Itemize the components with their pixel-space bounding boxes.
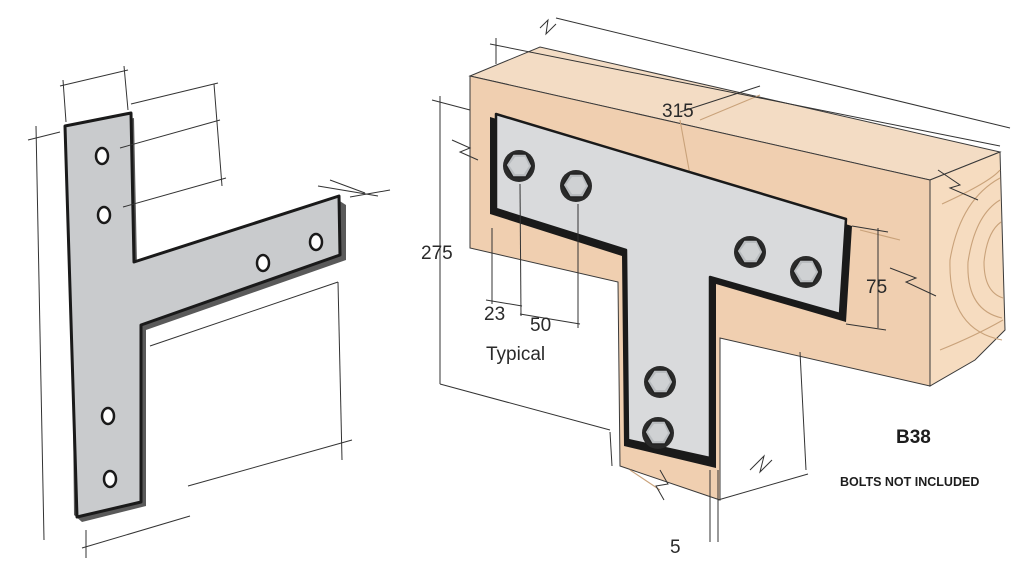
product-code: B38 xyxy=(896,427,931,448)
dim-edge-distance-label: 23 xyxy=(484,304,505,325)
hole-icon xyxy=(94,146,110,166)
timber-end-rings xyxy=(939,169,1004,351)
dim-length-label: 315 xyxy=(662,101,694,122)
plate-face xyxy=(63,111,342,519)
dim-flange-width-label: 75 xyxy=(866,277,887,298)
bolts xyxy=(503,150,822,449)
left-dimension-lines xyxy=(27,65,391,558)
bolt-icon xyxy=(503,150,535,182)
bolt-icon xyxy=(560,170,592,202)
hole-icon xyxy=(308,232,324,252)
dim-typical-label: Typical xyxy=(486,344,545,365)
loose-t-plate xyxy=(27,65,391,558)
dim-height-label: 275 xyxy=(421,243,453,264)
plate-holes xyxy=(94,146,324,489)
bolts-note: BOLTS NOT INCLUDED xyxy=(840,475,979,489)
bolt-icon xyxy=(644,366,676,398)
right-dimension-lines xyxy=(431,17,1011,542)
bolt-icon xyxy=(642,417,674,449)
installed-assembly: 315 275 75 23 50 Typical 5 xyxy=(421,17,1011,558)
hole-icon xyxy=(96,205,112,225)
hole-icon xyxy=(255,253,271,273)
hole-icon xyxy=(102,469,118,489)
bolt-icon xyxy=(790,256,822,288)
bolt-icon xyxy=(734,236,766,268)
dim-hole-spacing-label: 50 xyxy=(530,315,551,336)
timber-face-grain xyxy=(629,94,901,491)
dim-thickness-label: 5 xyxy=(670,537,681,558)
hole-icon xyxy=(100,406,116,426)
